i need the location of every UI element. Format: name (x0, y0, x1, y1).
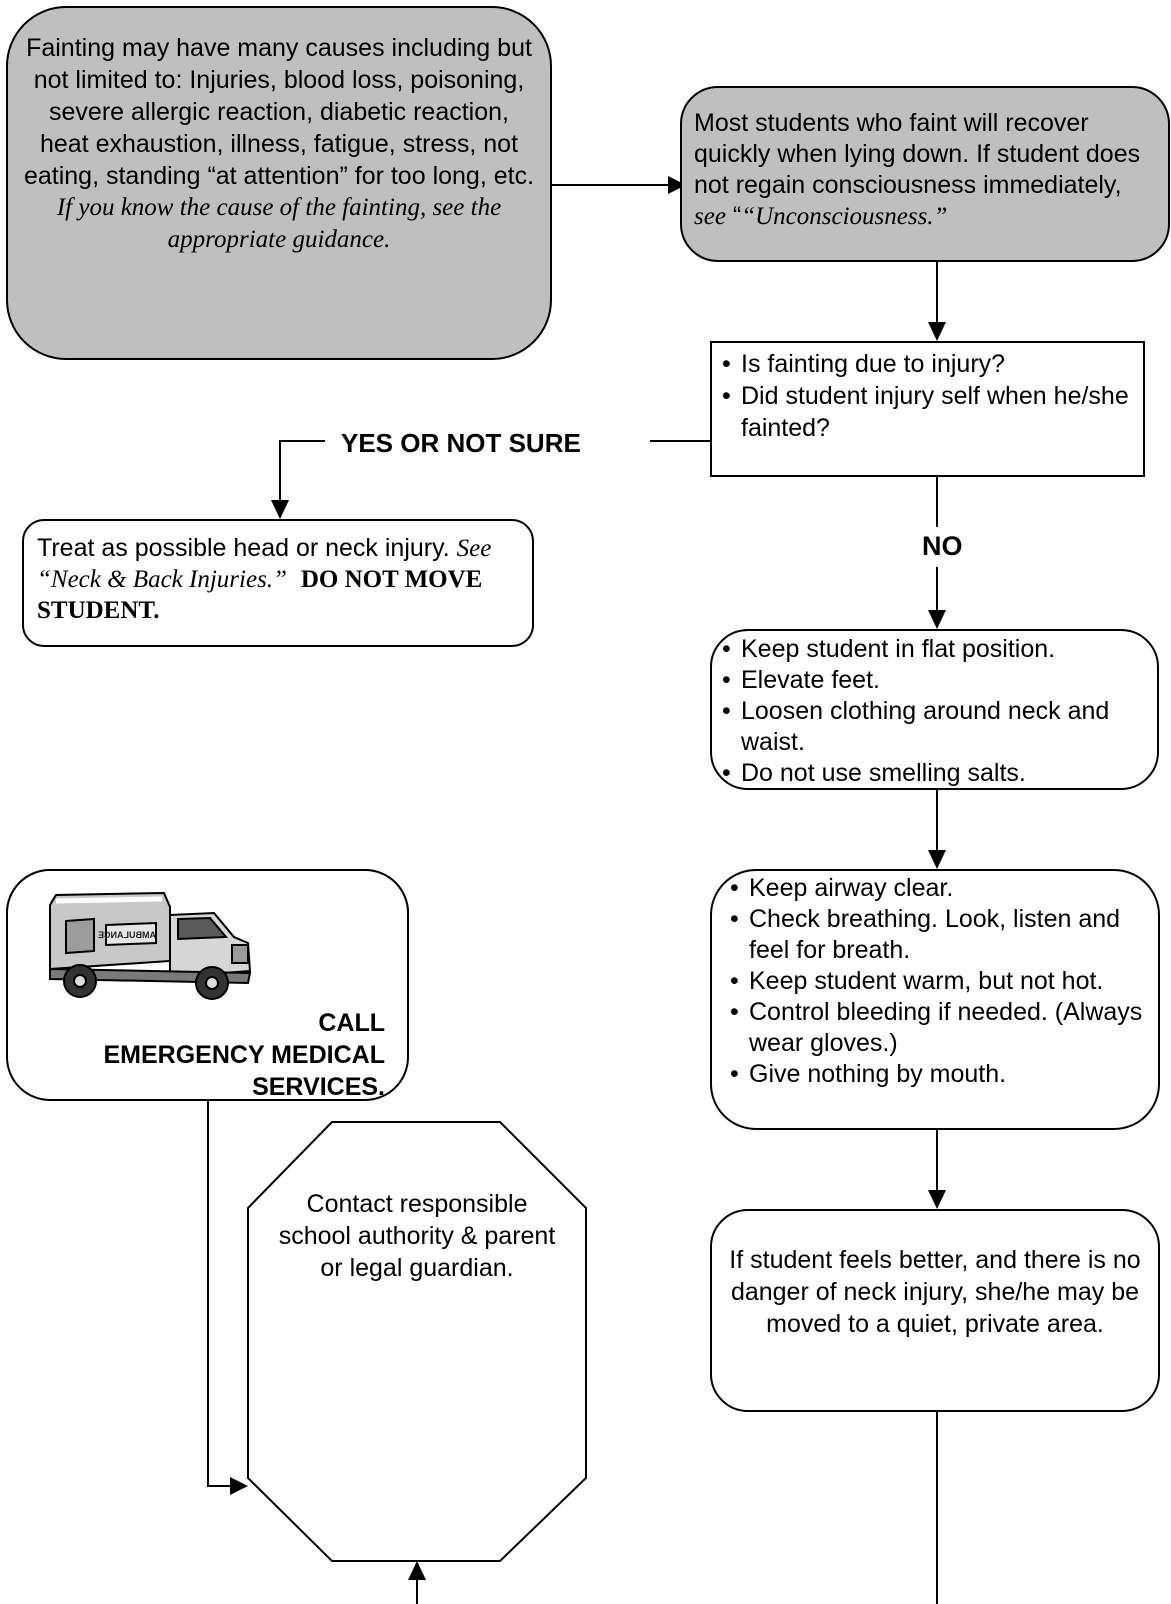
arrowhead-to-flat (928, 610, 946, 629)
services-label: SERVICES. (252, 1073, 385, 1101)
ambulance-icon: AMBULANCE (49, 891, 252, 1000)
arrowhead-to-airway (928, 850, 946, 869)
head-neck-reference: See “Neck & Back Injuries.” (37, 535, 492, 593)
recover-box: Most students who faint will recover qui… (680, 86, 1170, 262)
airway-care-box: Keep airway clear. Check breathing. Look… (710, 869, 1160, 1130)
airway-item: Keep airway clear. (720, 873, 1146, 904)
flat-item: Do not use smelling salts. (712, 758, 1151, 789)
question-item: Is fainting due to injury? (712, 348, 1135, 380)
question-item: Did student injury self when he/she fain… (712, 380, 1135, 444)
flat-item: Elevate feet. (712, 665, 1151, 696)
connector-ems-to-contact (207, 969, 230, 1487)
recover-see: see (694, 203, 726, 230)
move-text: If student feels better, and there is no… (729, 1246, 1141, 1338)
arrowhead-to-move (928, 1190, 946, 1209)
airway-item: Keep student warm, but not hot. (720, 966, 1146, 997)
do-not-move-warning: DO NOT MOVE STUDENT. (37, 566, 483, 624)
causes-box: Fainting may have many causes including … (6, 6, 552, 360)
airway-item: Control bleeding if needed. (Always wear… (720, 997, 1146, 1059)
contact-text: Contact responsible school authority & p… (278, 1190, 556, 1282)
flat-item: Keep student in flat position. (712, 634, 1151, 665)
call-label: CALL (318, 1009, 385, 1037)
recover-ref: “Unconsciousness.” (741, 203, 948, 230)
recover-text: Most students who faint will recover qui… (694, 109, 1141, 199)
ambulance-lettering: AMBULANCE (98, 930, 156, 940)
recover-ref-open: “ (732, 202, 742, 230)
no-label: NO (920, 527, 965, 565)
flat-item: Loosen clothing around neck and waist. (712, 696, 1151, 758)
head-neck-text: Treat as possible head or neck injury. (37, 534, 457, 562)
yes-or-not-sure-label: YES OR NOT SURE (331, 428, 591, 458)
injury-question-box: Is fainting due to injury? Did student i… (710, 341, 1145, 477)
airway-item: Check breathing. Look, listen and feel f… (720, 904, 1146, 966)
emergency-medical-label: EMERGENCY MEDICAL (103, 1041, 385, 1069)
head-neck-injury-box: Treat as possible head or neck injury. S… (22, 519, 534, 647)
airway-item: Give nothing by mouth. (720, 1059, 1146, 1090)
move-to-quiet-area-box: If student feels better, and there is no… (710, 1209, 1160, 1412)
recover-ref-link[interactable]: ““Unconsciousness.” (733, 202, 948, 230)
arrowhead-to-recover (668, 176, 686, 194)
contact-octagon (247, 1121, 587, 1562)
arrowhead-to-question (928, 322, 946, 341)
causes-guidance-note: If you know the cause of the fainting, s… (56, 194, 502, 253)
arrowhead-to-headneck (271, 500, 289, 519)
connector-yes-to-headneck (279, 440, 325, 500)
arrowhead-up-to-contact (408, 1561, 426, 1580)
causes-text: Fainting may have many causes including … (23, 34, 535, 190)
call-ems-box-body: AMBULANCE CALL EMERGENCY MEDICAL SERVICE… (6, 869, 409, 1101)
flat-position-box: Keep student in flat position. Elevate f… (710, 629, 1159, 790)
arrowhead-to-contact (230, 1477, 248, 1495)
contact-authority-text: Contact responsible school authority & p… (272, 1188, 562, 1284)
